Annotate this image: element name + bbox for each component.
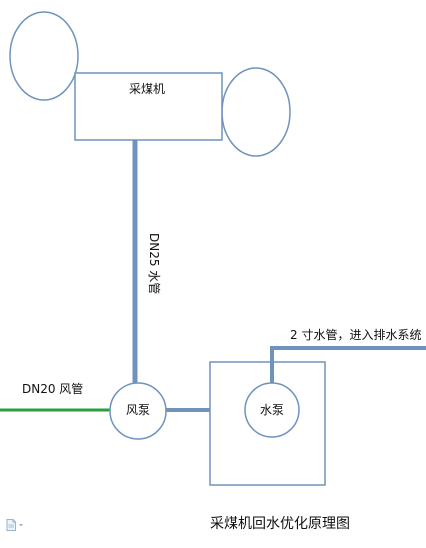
diagram-title: 采煤机回水优化原理图 (210, 516, 350, 532)
left-cutting-drum (9, 11, 79, 101)
shearer-label: 采煤机 (129, 82, 165, 96)
shearer-box (74, 72, 223, 141)
right-cutting-drum (221, 67, 291, 157)
fan-pump-label: 风泵 (126, 403, 150, 417)
dn20-air-pipe-label: DN20 风管 (22, 381, 83, 396)
dn25-pipe-label: DN25 水管 (147, 233, 162, 294)
document-icon[interactable] (6, 516, 26, 531)
drain-pipe-label: 2 寸水管，进入排水系统 (290, 327, 421, 342)
water-pump-circle (244, 382, 300, 438)
water-pump-label: 水泵 (260, 403, 284, 417)
drain-pipe (270, 346, 426, 386)
